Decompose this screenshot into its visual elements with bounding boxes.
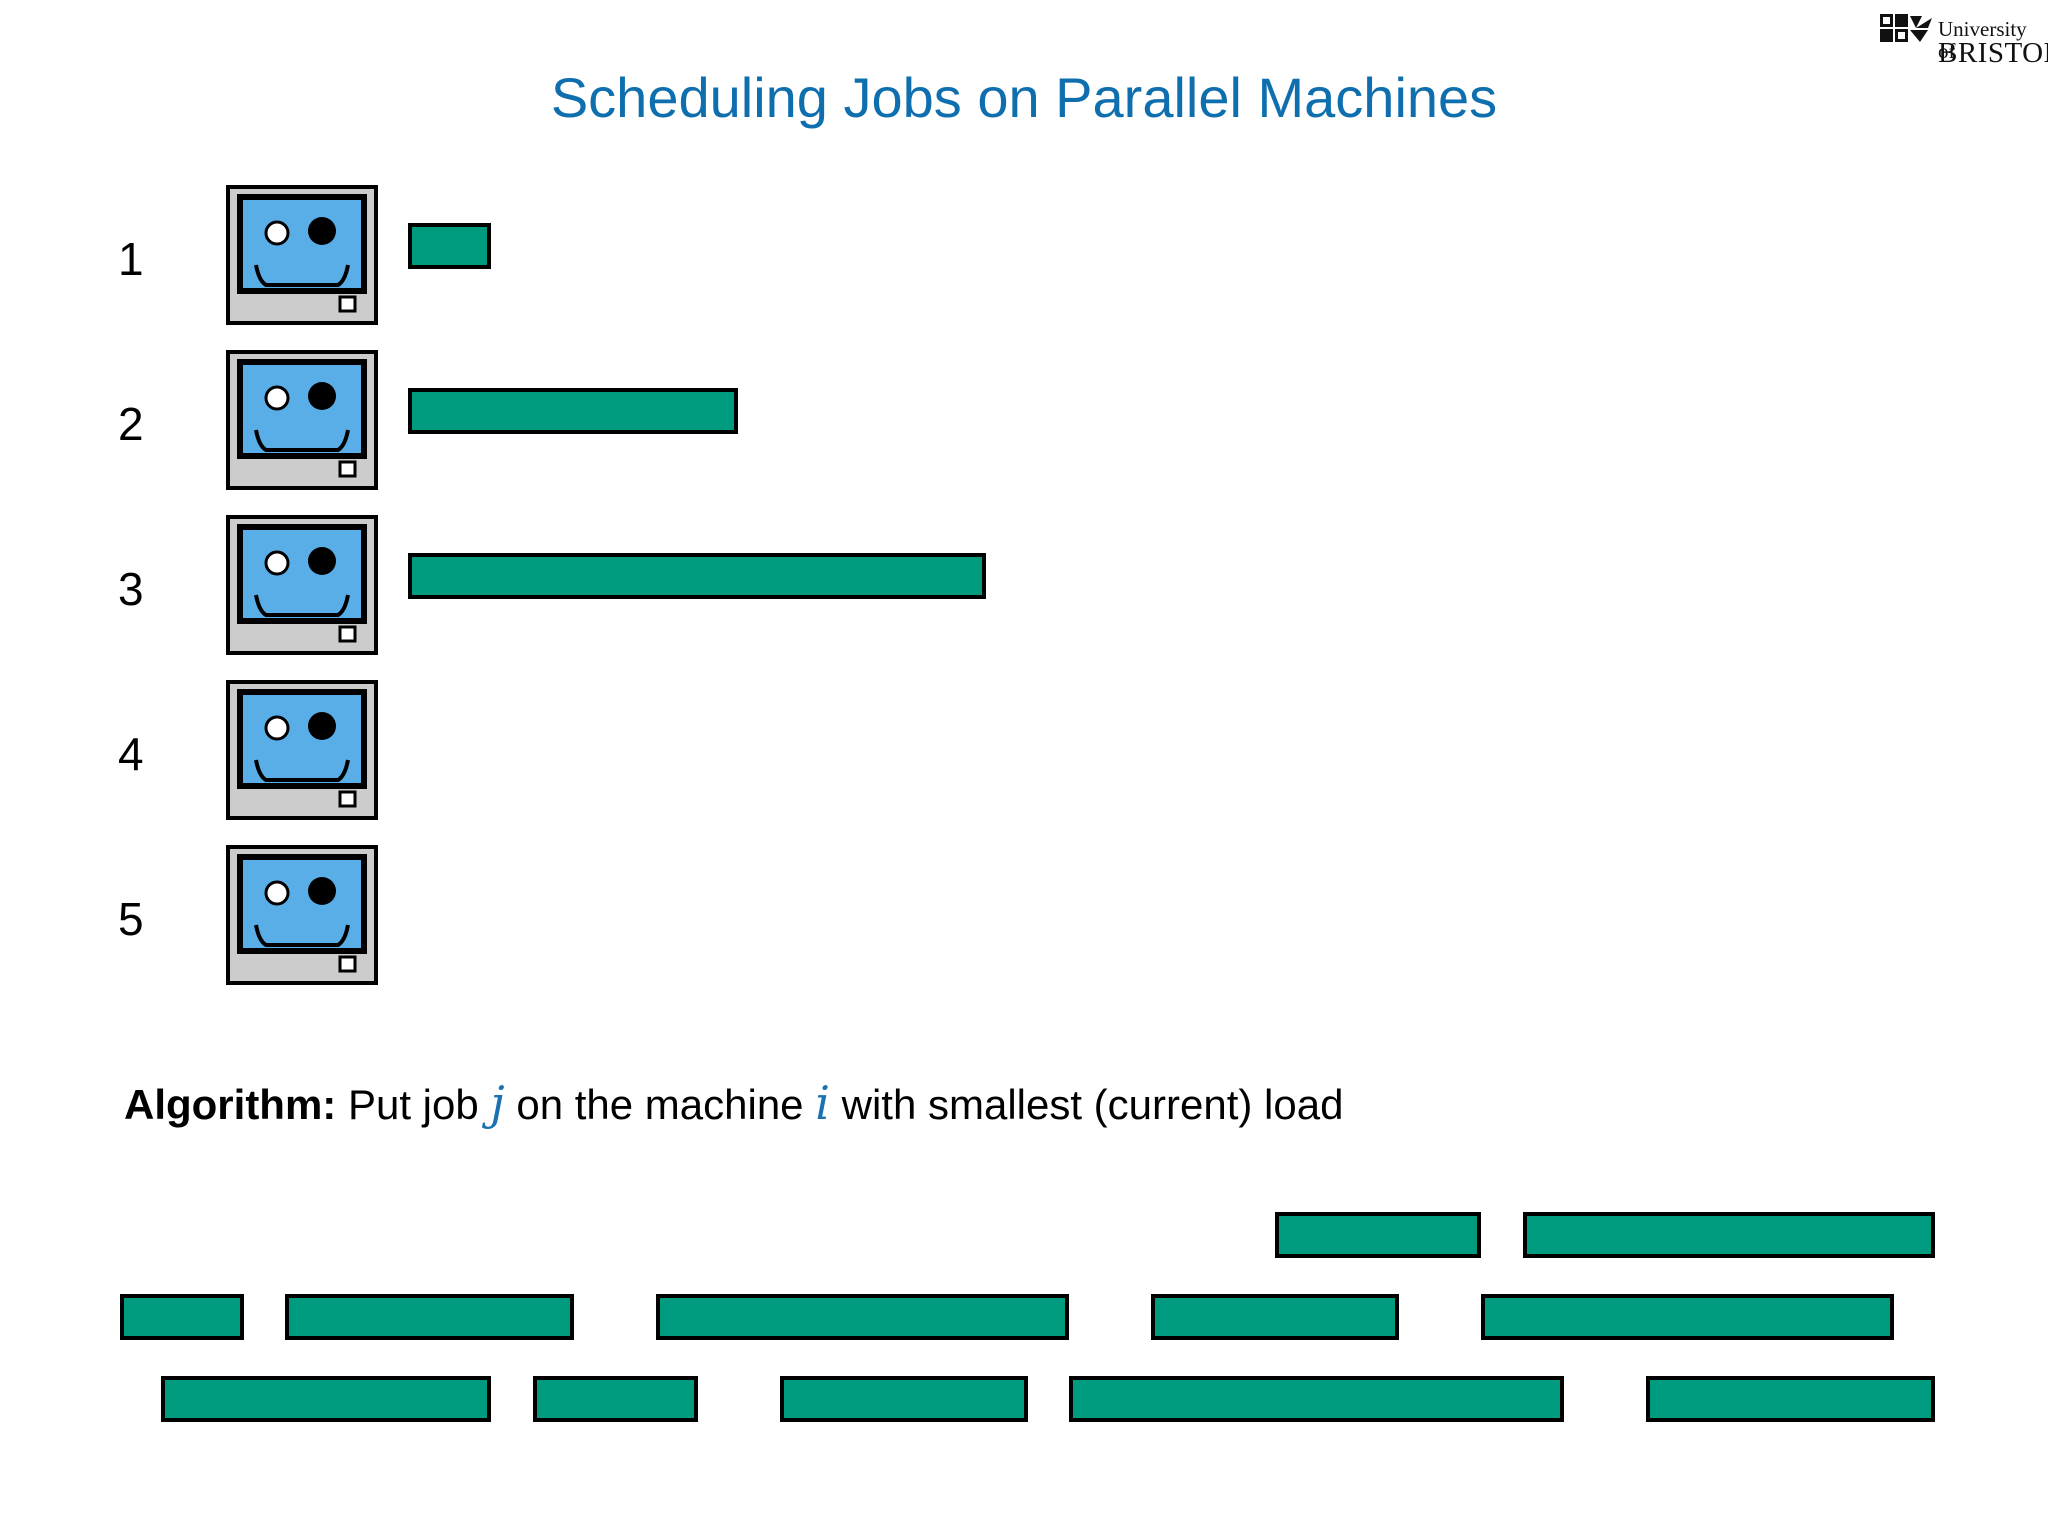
machine-number: 2 — [118, 398, 144, 450]
computer-icon — [226, 680, 378, 820]
algorithm-text-3: with smallest (current) load — [841, 1081, 1344, 1128]
university-logo: University of BRISTOL — [1880, 14, 2048, 69]
job-block — [161, 1376, 492, 1422]
job-block — [1481, 1294, 1894, 1340]
machine-row-1: 1 — [0, 185, 2048, 325]
job-block — [1646, 1376, 1935, 1422]
machine-row-5: 5 — [0, 845, 2048, 985]
algorithm-label: Algorithm: — [124, 1081, 337, 1128]
machine-load-bar — [408, 388, 738, 434]
machine-number: 4 — [118, 728, 144, 780]
job-block — [780, 1376, 1028, 1422]
logo-text-line1: University of — [1938, 17, 2027, 63]
job-block — [1522, 1212, 1935, 1258]
computer-icon — [226, 185, 378, 325]
machine-number: 3 — [118, 563, 144, 615]
job-block — [1151, 1294, 1399, 1340]
machine-load-bar — [408, 553, 986, 599]
job-block — [1275, 1212, 1482, 1258]
job-block — [656, 1294, 1069, 1340]
crest-icon — [1880, 14, 1932, 42]
computer-icon — [226, 515, 378, 655]
machine-row-2: 2 — [0, 350, 2048, 490]
job-block — [285, 1294, 574, 1340]
math-var-j: j — [490, 1076, 505, 1130]
algorithm-text-2: on the machine — [516, 1081, 804, 1128]
algorithm-statement: Algorithm: Put job j on the machine i wi… — [124, 1075, 1343, 1133]
math-var-i: i — [815, 1076, 830, 1130]
machine-load-bar — [408, 223, 491, 269]
machine-number: 5 — [118, 893, 144, 945]
job-block — [1068, 1376, 1564, 1422]
machine-row-3: 3 — [0, 515, 2048, 655]
job-block — [120, 1294, 244, 1340]
computer-icon — [226, 845, 378, 985]
computer-icon — [226, 350, 378, 490]
machine-row-4: 4 — [0, 680, 2048, 820]
job-block — [532, 1376, 698, 1422]
logo-text-line2: BRISTOL — [1938, 37, 2048, 69]
machine-number: 1 — [118, 233, 144, 285]
page-title: Scheduling Jobs on Parallel Machines — [550, 66, 1498, 129]
algorithm-text-1: Put job — [347, 1081, 479, 1128]
